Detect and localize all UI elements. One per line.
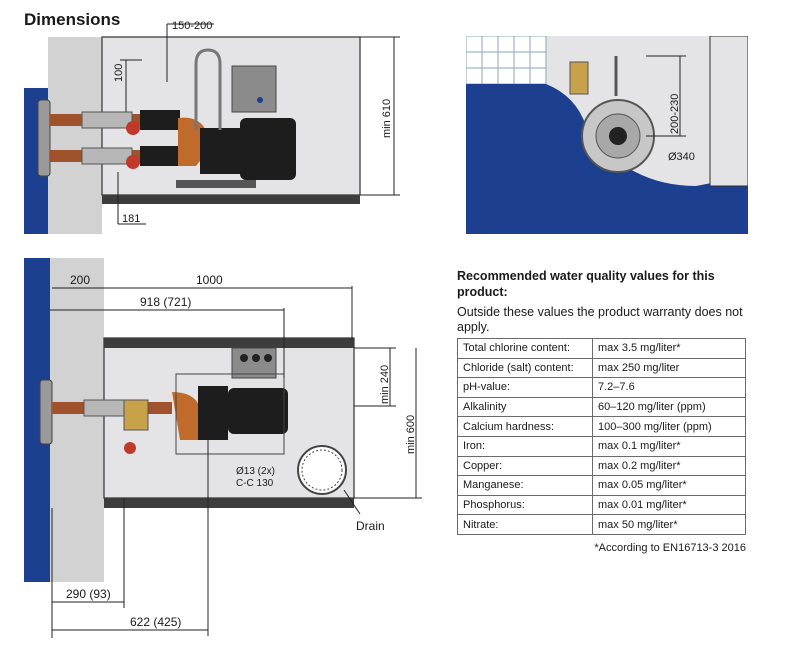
valve-icon <box>126 155 140 169</box>
plan-view-drawing: 200 1000 918 (721) min 240 min 600 Ø13 (… <box>24 258 422 638</box>
table-cell-value: max 0.01 mg/liter* <box>592 494 746 516</box>
nozzle-icon <box>37 99 51 177</box>
dim-label: min 610 <box>381 99 393 138</box>
table-cell-parameter: Alkalinity <box>457 396 593 418</box>
table-row: pH-value:7.2–7.6 <box>457 377 746 398</box>
table-cell-value: max 0.1 mg/liter* <box>592 435 746 457</box>
table-cell-parameter: Chloride (salt) content: <box>457 357 593 379</box>
table-cell-parameter: Iron: <box>457 435 593 457</box>
table-cell-parameter: Copper: <box>457 455 593 477</box>
pump-volute <box>172 392 202 440</box>
dim-label: min 600 <box>405 415 417 454</box>
table-row: Chloride (salt) content:max 250 mg/liter <box>457 357 746 379</box>
table-cell-parameter: Calcium hardness: <box>457 416 593 437</box>
dim-label: 200 <box>70 273 90 287</box>
dim-label: 622 (425) <box>130 615 181 629</box>
dim-label: 1000 <box>196 273 223 287</box>
bolt-label: C-C 130 <box>236 478 274 489</box>
valve-icon <box>123 399 149 431</box>
table-cell-parameter: Manganese: <box>457 475 593 496</box>
room-floor <box>102 195 360 204</box>
bypass-hose <box>194 48 222 130</box>
bolt-label: Ø13 (2x) <box>236 466 275 477</box>
table-cell-value: max 250 mg/liter <box>592 357 746 379</box>
table-cell-value: 7.2–7.6 <box>592 377 746 398</box>
pool-tiles <box>466 36 547 85</box>
dim-label: min 240 <box>379 365 391 404</box>
dim-label: 290 (93) <box>66 587 111 601</box>
table-cell-value: 100–300 mg/liter (ppm) <box>592 416 746 437</box>
table-cell-parameter: Total chlorine content: <box>457 338 593 359</box>
dim-label: 100 <box>113 64 125 82</box>
table-row: Nitrate:max 50 mg/liter* <box>457 514 746 535</box>
table-cell-value: max 3.5 mg/liter* <box>592 338 746 359</box>
pool-wall <box>48 37 102 234</box>
table-row: Iron:max 0.1 mg/liter* <box>457 435 746 457</box>
table-cell-parameter: Phosphorus: <box>457 494 593 516</box>
table-row: Total chlorine content:max 3.5 mg/liter* <box>457 338 746 359</box>
dim-label: 200-230 <box>669 94 681 134</box>
drain-icon <box>297 445 347 495</box>
pump-motor <box>198 386 228 440</box>
control-box <box>231 65 277 113</box>
table-cell-value: 60–120 mg/liter (ppm) <box>592 396 746 418</box>
dim-label: Ø340 <box>668 151 695 163</box>
pool-wall <box>50 258 104 582</box>
dim-label: 918 (721) <box>140 295 191 309</box>
table-cell-value: max 0.05 mg/liter* <box>592 475 746 496</box>
nozzle-icon <box>39 379 53 445</box>
table-cell-parameter: Nitrate: <box>457 514 593 535</box>
quality-footnote: *According to EN16713-3 2016 <box>594 542 746 554</box>
quality-title: Recommended water quality values for thi… <box>457 269 715 299</box>
drain-label: Drain <box>356 519 385 533</box>
table-row: Copper:max 0.2 mg/liter* <box>457 455 746 477</box>
table-cell-value: max 50 mg/liter* <box>592 514 746 535</box>
front-view-drawing: 200-230 Ø340 <box>466 36 748 234</box>
control-box <box>231 347 277 379</box>
table-row: Phosphorus:max 0.01 mg/liter* <box>457 494 746 516</box>
table-row: Calcium hardness:100–300 mg/liter (ppm) <box>457 416 746 437</box>
valve-icon <box>126 121 140 135</box>
table-cell-value: max 0.2 mg/liter* <box>592 455 746 477</box>
page-heading: Dimensions <box>24 10 121 29</box>
side-view-drawing: 150-200 100 min 610 181 <box>24 20 400 234</box>
dim-label: 181 <box>122 213 140 225</box>
table-cell-parameter: pH-value: <box>457 377 593 398</box>
quality-note: Outside these values the product warrant… <box>457 305 743 334</box>
water-quality-table: Total chlorine content:max 3.5 mg/liter*… <box>457 338 746 535</box>
pump-motor <box>200 128 240 174</box>
dim-label: 150-200 <box>172 20 212 32</box>
table-row: Manganese:max 0.05 mg/liter* <box>457 475 746 496</box>
